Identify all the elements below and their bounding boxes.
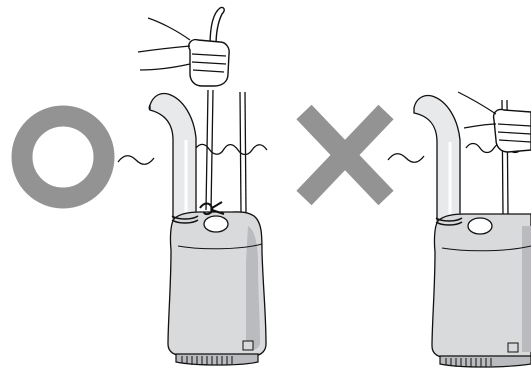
submersible-pump-icon: [431, 213, 531, 359]
pump-intake-slots: [181, 356, 233, 365]
power-cable: [239, 91, 242, 213]
incorrect-panel: [296, 91, 531, 368]
hand-icon: [457, 91, 531, 153]
water-surface-icon: [117, 155, 155, 165]
power-cable: [244, 91, 247, 213]
hose-clamp: [435, 217, 463, 222]
cross-mark-icon: [296, 104, 394, 206]
hose-clamp: [171, 215, 199, 220]
pump-side-shade: [522, 226, 531, 352]
pump-top-line: [441, 245, 531, 252]
lifting-rope: [210, 89, 214, 213]
hose-clamp: [435, 221, 463, 226]
discharge-hose: [413, 94, 461, 221]
pump-handle-hole: [203, 215, 229, 233]
pump-intake-slots: [445, 358, 492, 367]
pump-switch: [242, 340, 254, 351]
water-surface-icon: [387, 153, 425, 163]
water-surface-icon: [195, 143, 268, 156]
hand-icon: [137, 17, 230, 87]
hose-clamp: [171, 219, 199, 224]
pump-side-shade: [246, 226, 260, 350]
pump-switch: [507, 342, 519, 353]
pump-handle-hole: [467, 217, 493, 235]
pump-top-line: [177, 243, 263, 250]
rope-knot: [199, 201, 225, 216]
cable-top: [209, 6, 225, 47]
circle-mark-icon: [11, 105, 115, 209]
discharge-hose: [149, 92, 197, 219]
lifting-rope: [205, 89, 209, 211]
hose-cut-end: [148, 104, 151, 111]
correct-panel: [11, 6, 268, 366]
